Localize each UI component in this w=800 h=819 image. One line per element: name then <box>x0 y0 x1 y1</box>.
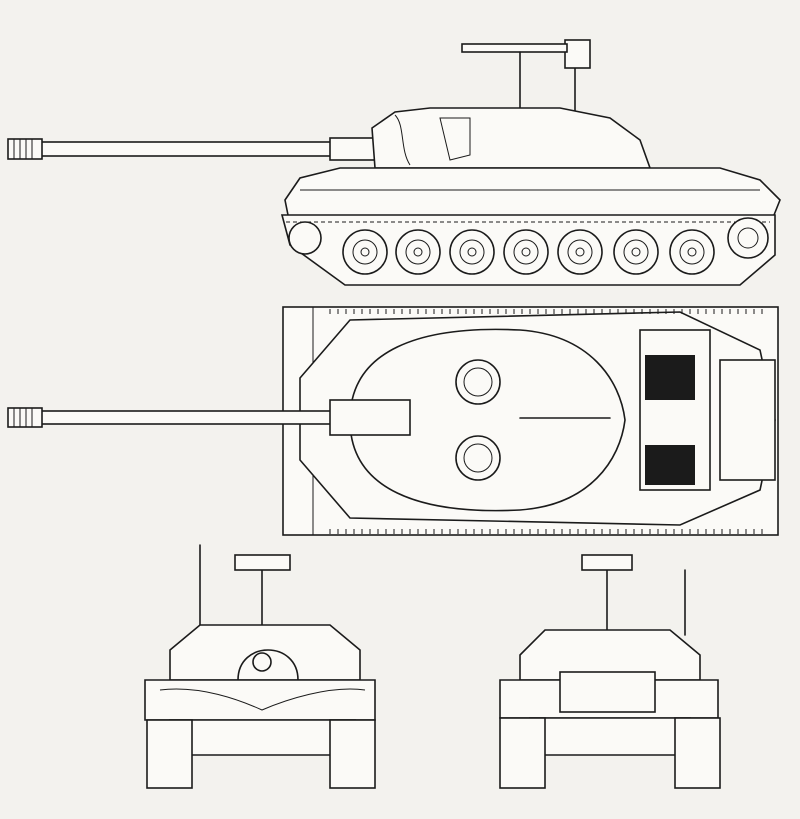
road-wheel <box>503 229 549 275</box>
road-wheel <box>623 239 649 265</box>
front-hull <box>144 679 376 721</box>
top-turret <box>349 328 626 512</box>
rear-engine-plate <box>559 671 656 713</box>
side-machine-gun-mount <box>461 39 591 113</box>
road-wheel <box>575 247 585 257</box>
road-wheels <box>342 229 715 275</box>
muzzle-brake <box>7 138 43 160</box>
road-wheel <box>567 239 593 265</box>
road-wheel <box>395 229 441 275</box>
road-wheel <box>669 229 715 275</box>
road-wheel <box>459 239 485 265</box>
road-wheel <box>360 247 370 257</box>
road-wheel <box>413 247 423 257</box>
front-track-right <box>329 719 376 789</box>
road-wheel <box>521 247 531 257</box>
engine-grille-left <box>645 355 695 400</box>
front-track-left <box>146 719 193 789</box>
top-view <box>7 306 779 536</box>
road-wheel <box>613 229 659 275</box>
engine-grille-right <box>645 445 695 485</box>
idler-wheel <box>727 217 769 259</box>
side-gun-barrel <box>7 137 381 161</box>
commander-cupola <box>455 359 501 405</box>
rear-view <box>499 554 721 789</box>
side-turret <box>371 107 652 169</box>
rear-track-right <box>674 717 721 789</box>
front-machine-gun <box>234 554 291 571</box>
road-wheel <box>679 239 705 265</box>
rear-plate <box>719 359 776 481</box>
rear-machine-gun <box>581 554 633 571</box>
road-wheel <box>405 239 431 265</box>
drive-sprocket <box>288 221 322 255</box>
road-wheel <box>342 229 388 275</box>
loader-hatch <box>455 435 501 481</box>
road-wheel <box>352 239 378 265</box>
rear-track-left <box>499 717 546 789</box>
side-view <box>7 39 781 286</box>
front-view <box>144 544 376 789</box>
road-wheel <box>687 247 697 257</box>
road-wheel <box>513 239 539 265</box>
road-wheel <box>467 247 477 257</box>
road-wheel <box>449 229 495 275</box>
road-wheel <box>631 247 641 257</box>
top-gun-barrel <box>7 399 411 436</box>
road-wheel <box>557 229 603 275</box>
